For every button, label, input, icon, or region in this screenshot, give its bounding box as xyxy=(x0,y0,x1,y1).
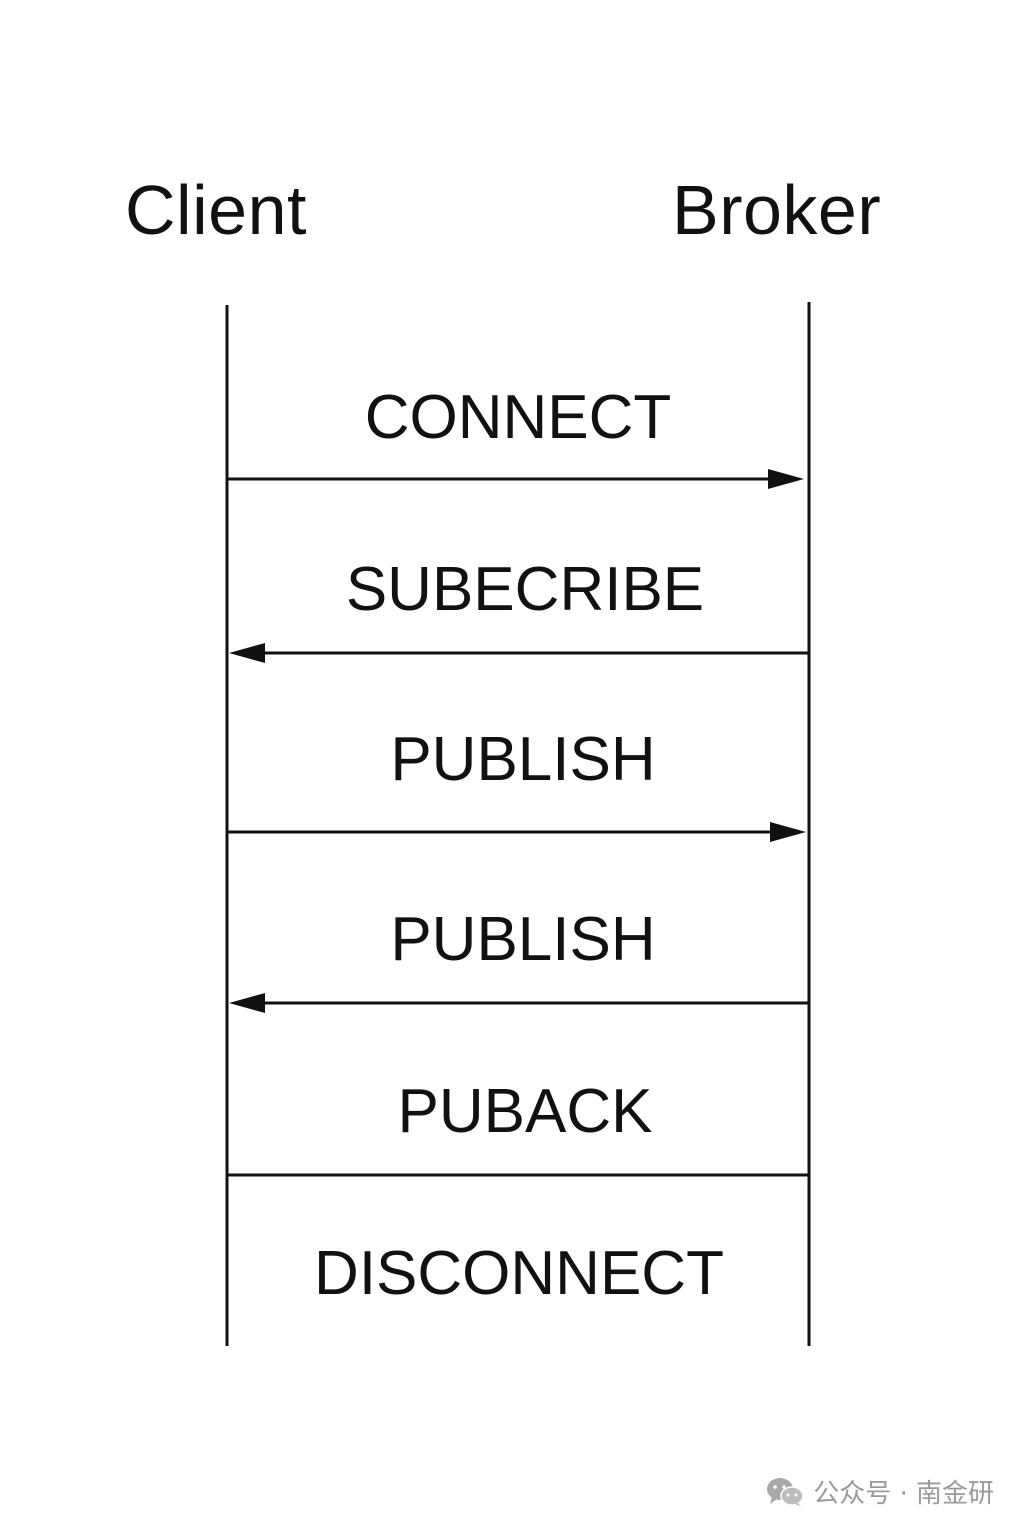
message-label-publish-2: PUBLISH xyxy=(390,905,655,974)
client-actor-label: Client xyxy=(125,171,307,249)
message-label-disconnect: DISCONNECT xyxy=(314,1239,724,1308)
publish-arrow-to-broker xyxy=(227,822,806,842)
message-label-puback: PUBACK xyxy=(398,1077,653,1146)
broker-actor-label: Broker xyxy=(672,171,882,249)
message-label-connect: CONNECT xyxy=(365,383,672,452)
watermark-text: 公众号 · 南金研 xyxy=(813,1479,994,1509)
watermark: 公众号 · 南金研 xyxy=(765,1473,994,1510)
message-label-publish-1: PUBLISH xyxy=(390,725,655,794)
connect-arrow xyxy=(227,469,804,489)
subscribe-arrow xyxy=(229,643,809,663)
publish-arrow-to-client xyxy=(229,993,809,1013)
message-label-subscribe: SUBECRIBE xyxy=(346,555,704,624)
wechat-icon xyxy=(767,1477,804,1507)
